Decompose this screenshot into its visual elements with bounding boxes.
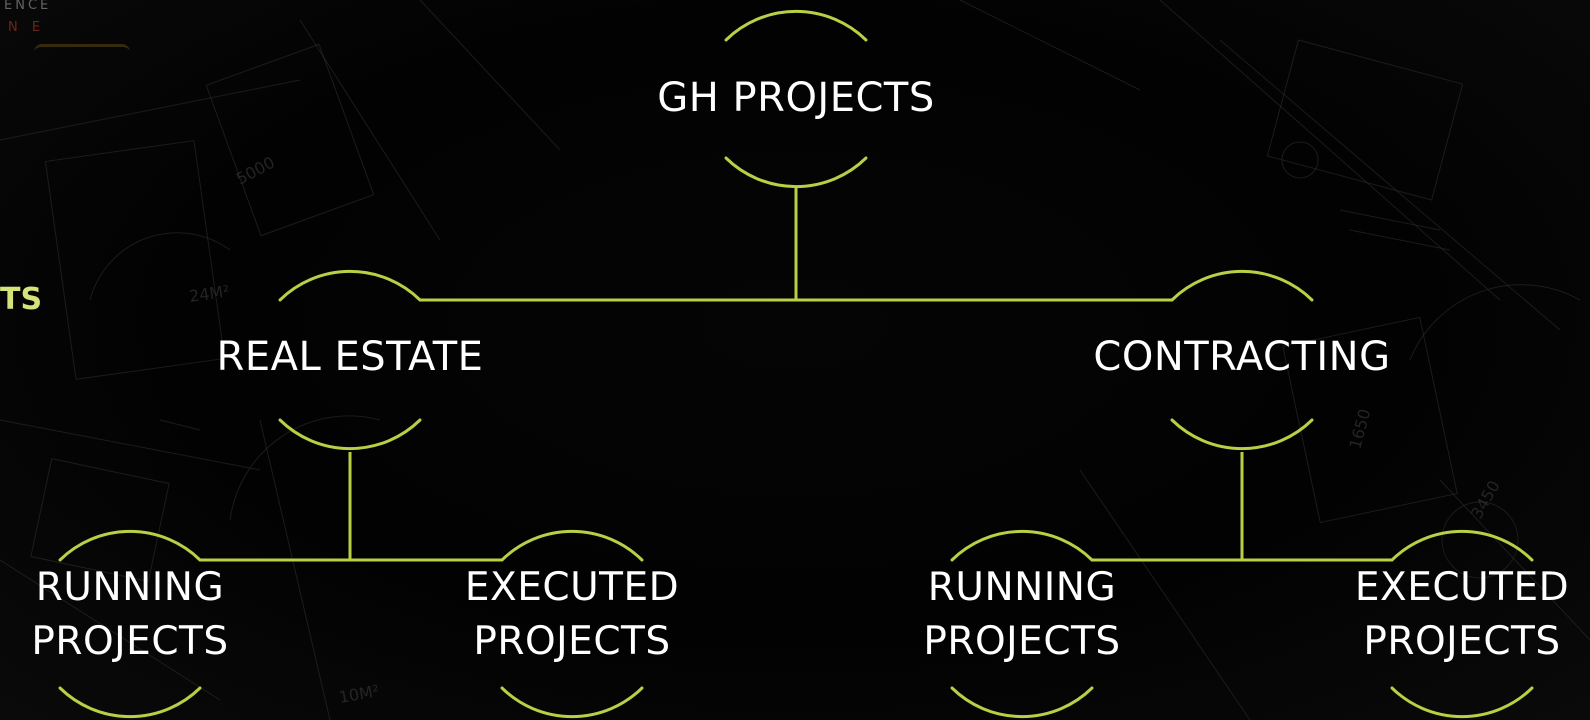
contracting-node-bottom-arc [1170, 418, 1314, 451]
logo-text-top: ENCE [4, 0, 52, 13]
re-running-line2: PROJECTS [31, 619, 229, 664]
ct-executed-line2: PROJECTS [1363, 619, 1561, 664]
re-executed-node-top-arc [500, 529, 644, 562]
re-executed-line2: PROJECTS [473, 619, 671, 664]
re-running-node-top-arc [58, 529, 202, 562]
real-estate-node-bottom-arc [278, 418, 422, 451]
ct-executed-node-top-arc [1390, 529, 1534, 562]
re-executed-line1: EXECUTED [464, 565, 680, 610]
ct-executed-line1: EXECUTED [1354, 565, 1570, 610]
re-executed-node-label: EXECUTED PROJECTS [465, 561, 679, 669]
root-node-top-arc [724, 9, 868, 42]
root-node-label: GH PROJECTS [657, 75, 935, 121]
re-executed-node-bottom-arc [500, 686, 644, 719]
real-estate-node-top-arc [278, 269, 422, 302]
re-running-node-label: RUNNING PROJECTS [31, 561, 228, 669]
ct-executed-node-bottom-arc [1390, 686, 1534, 719]
ct-running-line1: RUNNING [927, 565, 1117, 610]
corner-logo: ENCE N E [0, 0, 140, 70]
contracting-node-label: CONTRACTING [1093, 334, 1391, 380]
ct-running-node-bottom-arc [950, 686, 1094, 719]
ct-running-node-top-arc [950, 529, 1094, 562]
root-node-bottom-arc [724, 156, 868, 189]
contracting-node-top-arc [1170, 269, 1314, 302]
re-running-line1: RUNNING [35, 565, 225, 610]
real-estate-node-label: REAL ESTATE [216, 334, 484, 380]
ct-running-node-label: RUNNING PROJECTS [923, 561, 1120, 669]
left-title-fragment: TS [0, 282, 43, 317]
ct-executed-node-label: EXECUTED PROJECTS [1355, 561, 1569, 669]
logo-text-middle: N E [8, 20, 46, 35]
re-running-node-bottom-arc [58, 686, 202, 719]
ct-running-line2: PROJECTS [923, 619, 1121, 664]
logo-mark [34, 44, 130, 61]
